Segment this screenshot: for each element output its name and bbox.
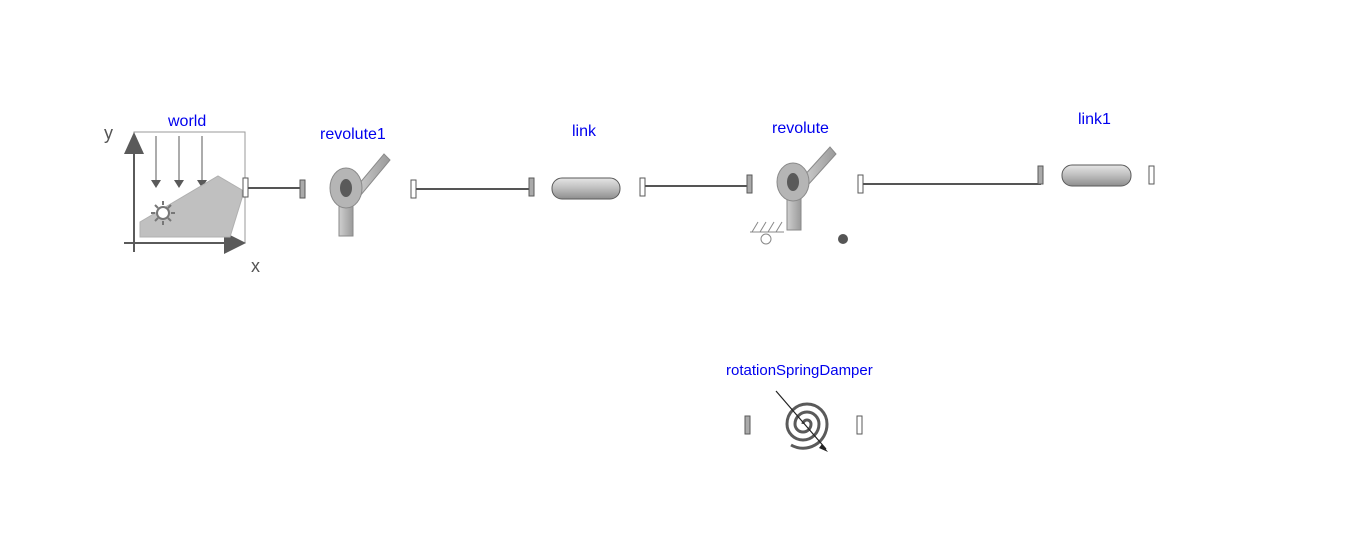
revolute-support-icon[interactable] [750, 221, 784, 245]
link-frame-a-connector[interactable] [528, 177, 535, 197]
revolute-component[interactable] [746, 146, 864, 245]
link1-body-shape [1061, 164, 1132, 187]
connection-line[interactable] [863, 176, 1041, 185]
world-y-arrow [124, 132, 144, 154]
spiral-spring-icon [785, 402, 829, 450]
link1-frame-a-connector[interactable] [1037, 165, 1044, 185]
link-frame-b-connector[interactable] [639, 177, 646, 197]
revolute-axis-flange-connector[interactable] [838, 234, 848, 244]
revolute-label: revolute [772, 120, 829, 137]
world-label: world [168, 113, 207, 130]
revolute-frame-b-connector[interactable] [857, 174, 864, 194]
gravity-arrows-icon [151, 136, 207, 188]
world-component[interactable] [124, 131, 249, 254]
world-ground-shape [139, 175, 243, 238]
revolute1-label: revolute1 [320, 126, 386, 143]
link1-component[interactable] [1037, 164, 1155, 187]
revolute1-frame-b-connector[interactable] [410, 179, 417, 199]
revolute-frame-a-connector[interactable] [746, 174, 753, 194]
world-frame-b-connector[interactable] [242, 177, 249, 198]
rotation-spring-damper-component[interactable] [744, 390, 863, 452]
revolute-axis-hole [787, 173, 799, 191]
spring-damper-flange-a-connector[interactable] [744, 415, 751, 435]
sun-icon [151, 201, 175, 225]
revolute1-component[interactable] [299, 153, 417, 237]
world-axis-x-label: x [251, 256, 260, 276]
revolute1-frame-a-connector[interactable] [299, 179, 306, 199]
link-component[interactable] [528, 177, 646, 200]
revolute1-axis-hole [340, 179, 352, 197]
spring-arrow-head [819, 444, 828, 452]
world-axis-y-label: y [104, 123, 113, 143]
link-body-shape [551, 177, 621, 200]
spring-diagonal-line [775, 390, 827, 450]
link1-frame-b-connector[interactable] [1148, 165, 1155, 185]
link-label: link [572, 123, 597, 140]
link1-label: link1 [1078, 111, 1111, 128]
spring-damper-flange-b-connector[interactable] [856, 415, 863, 435]
rotation-spring-damper-label: rotationSpringDamper [726, 362, 873, 379]
